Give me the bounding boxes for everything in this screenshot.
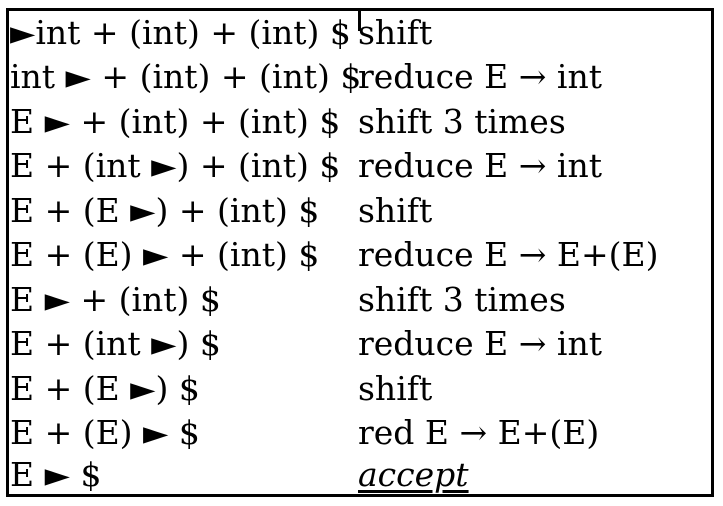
table-row: int ► + (int) + (int) $ reduce E → int <box>9 55 711 99</box>
stack-cell: E + (E) ► + (int) $ <box>10 235 320 274</box>
table-row: E ► $ accept <box>9 453 711 497</box>
action-cell-accept: accept <box>358 455 469 494</box>
parse-table: ►int + (int) + (int) $ shift int ► + (in… <box>6 8 714 497</box>
action-cell: shift <box>358 191 433 230</box>
stack-cell: E ► + (int) $ <box>10 280 221 319</box>
stack-cell: E + (E ►) $ <box>10 369 200 408</box>
stack-cell: E + (int ►) + (int) $ <box>10 146 341 185</box>
stack-cell: E + (E ►) + (int) $ <box>10 191 320 230</box>
table-row: E + (E) ► $ red E → E+(E) <box>9 411 711 455</box>
table-row: E ► + (int) + (int) $ shift 3 times <box>9 100 711 144</box>
action-cell: reduce E → int <box>358 324 602 363</box>
table-row: E + (E ►) $ shift <box>9 367 711 411</box>
stack-cell: E + (int ►) $ <box>10 324 221 363</box>
table-row: ►int + (int) + (int) $ shift <box>9 11 711 55</box>
table-row: E ► + (int) $ shift 3 times <box>9 278 711 322</box>
stack-cell: E ► $ <box>10 455 102 494</box>
table-row: E + (E ►) + (int) $ shift <box>9 189 711 233</box>
action-cell: shift 3 times <box>358 102 566 141</box>
action-cell: shift <box>358 369 433 408</box>
stack-cell: E ► + (int) + (int) $ <box>10 102 341 141</box>
action-cell: red E → E+(E) <box>358 413 600 452</box>
stack-cell: int ► + (int) + (int) $ <box>10 57 362 96</box>
action-cell: reduce E → int <box>358 146 602 185</box>
action-cell: shift <box>358 13 433 52</box>
action-cell: reduce E → E+(E) <box>358 235 659 274</box>
column-divider <box>358 11 361 31</box>
table-row: E + (int ►) $ reduce E → int <box>9 322 711 366</box>
stack-cell: E + (E) ► $ <box>10 413 200 452</box>
action-cell: shift 3 times <box>358 280 566 319</box>
table-row: E + (int ►) + (int) $ reduce E → int <box>9 144 711 188</box>
action-cell: reduce E → int <box>358 57 602 96</box>
table-row: E + (E) ► + (int) $ reduce E → E+(E) <box>9 233 711 277</box>
stack-cell: ►int + (int) + (int) $ <box>10 13 351 52</box>
